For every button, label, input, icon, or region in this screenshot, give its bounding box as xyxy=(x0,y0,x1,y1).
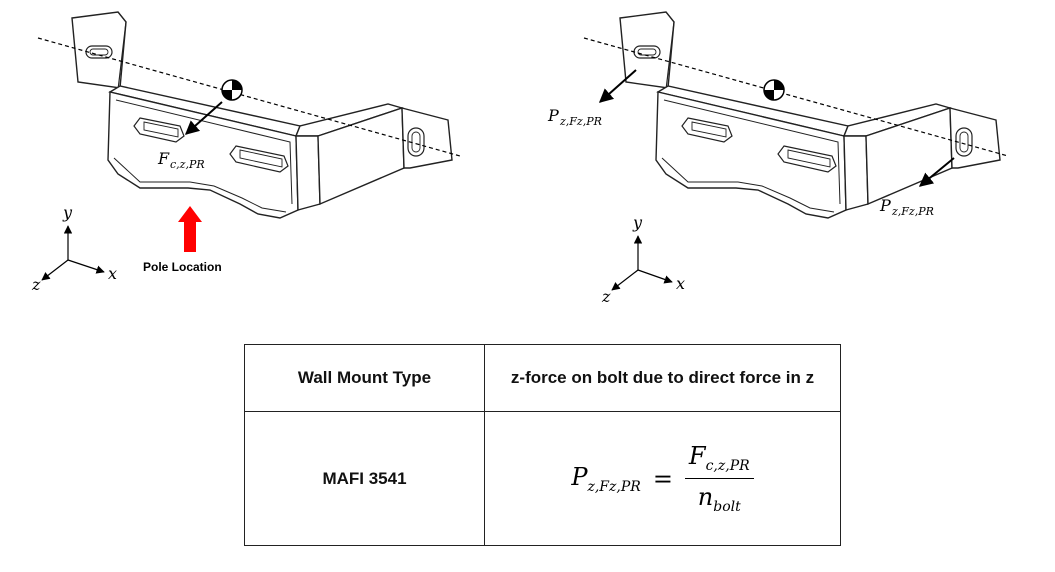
left-bracket-drawing: F c,z,PR Pole Location y x z xyxy=(31,11,461,294)
force-label-sub: c,z,PR xyxy=(170,158,205,171)
z-axis-label: z xyxy=(601,287,611,306)
bolt-force-label-sub: z,Fz,PR xyxy=(559,115,602,128)
formula-numerator: Fc,z,PR xyxy=(684,442,754,479)
denominator-sub: bolt xyxy=(713,498,741,515)
formula-fraction: Fc,z,PR nbolt xyxy=(684,442,754,515)
center-of-gravity-icon xyxy=(221,79,243,101)
axis-triad-left: y x z xyxy=(31,203,117,294)
right-bracket-drawing: P z,Fz,PR P z,Fz,PR y x z xyxy=(547,11,1009,306)
bolt-force-arrow-icon xyxy=(918,157,955,187)
formula-lhs-main: P xyxy=(571,462,588,491)
mount-type-value: MAFI 3541 xyxy=(322,468,407,488)
force-arrow-icon xyxy=(184,101,223,135)
center-of-gravity-icon xyxy=(763,79,785,101)
bolt-force-label-main: P xyxy=(879,196,891,215)
bolt-force-table: Wall Mount Type z-force on bolt due to d… xyxy=(244,344,841,546)
formula-denominator: nbolt xyxy=(698,479,741,515)
y-axis-label: y xyxy=(632,213,643,232)
x-axis-label: x xyxy=(108,264,117,283)
x-axis-label: x xyxy=(676,274,685,293)
numerator-main: F xyxy=(688,442,706,471)
formula-lhs: Pz,Fz,PR xyxy=(571,463,640,495)
numerator-sub: c,z,PR xyxy=(705,458,750,474)
formula-lhs-sub: z,Fz,PR xyxy=(587,478,641,495)
bolt-force-label-sub: z,Fz,PR xyxy=(891,205,934,218)
bolt-axis-line xyxy=(583,37,1009,157)
header-z-force: z-force on bolt due to direct force in z xyxy=(484,344,841,412)
bracket-figure: F c,z,PR Pole Location y x z P z,Fz,PR P… xyxy=(31,11,1009,306)
z-axis-label: z xyxy=(31,275,41,294)
formula: Pz,Fz,PR = Fc,z,PR nbolt xyxy=(571,442,754,515)
cell-mount-type: MAFI 3541 xyxy=(244,411,485,546)
bolt-force-arrow-icon xyxy=(598,69,637,103)
y-axis-label: y xyxy=(62,203,73,222)
cell-formula: Pz,Fz,PR = Fc,z,PR nbolt xyxy=(484,411,841,546)
denominator-main: n xyxy=(697,483,714,511)
formula-equals: = xyxy=(652,464,673,493)
pole-location-label: Pole Location xyxy=(143,260,222,274)
table-row: MAFI 3541 Pz,Fz,PR = Fc,z,PR nbolt xyxy=(244,411,841,546)
header-wall-mount-type: Wall Mount Type xyxy=(244,344,485,412)
axis-triad-right: y x z xyxy=(601,213,685,306)
pole-arrow-icon xyxy=(178,206,202,252)
force-label-main: F xyxy=(157,149,170,168)
table-header-row: Wall Mount Type z-force on bolt due to d… xyxy=(244,344,841,412)
bolt-force-label-main: P xyxy=(547,106,559,125)
bolt-axis-line xyxy=(37,37,461,157)
